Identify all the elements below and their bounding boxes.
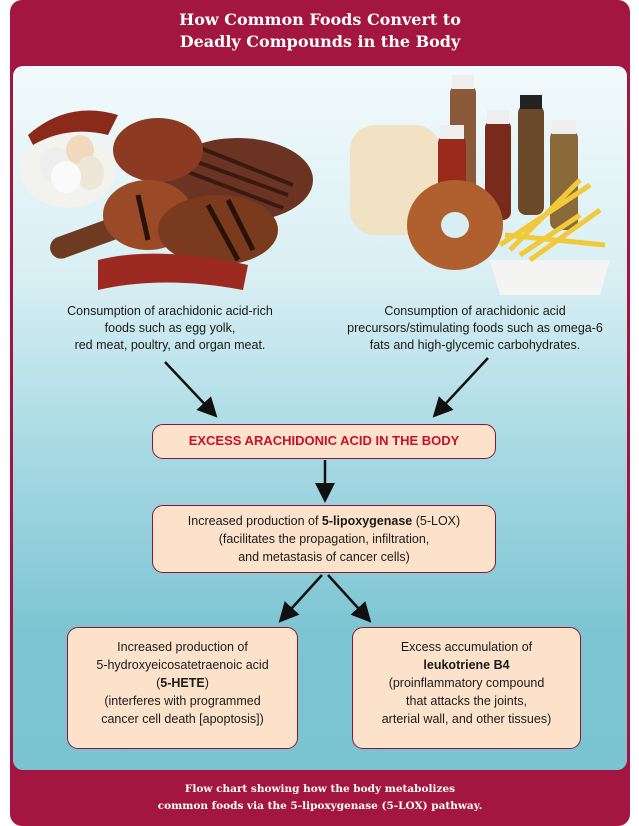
lox-line-1: Increased production of 5-lipoxygenase (… xyxy=(153,512,495,530)
hete-bold: 5-HETE xyxy=(160,676,205,690)
right-desc-line: precursors/stimulating foods such as ome… xyxy=(347,321,603,335)
right-food-description: Consumption of arachidonic acid precurso… xyxy=(310,303,639,354)
lox-pre: Increased production of xyxy=(187,514,322,528)
right-desc-line: Consumption of arachidonic acid xyxy=(384,304,566,318)
hete-close: ) xyxy=(204,676,209,690)
ltb4-line: Excess accumulation of xyxy=(400,640,533,654)
hete-line: (interferes with programmed xyxy=(104,694,261,708)
lox-box: Increased production of 5-lipoxygenase (… xyxy=(152,505,496,573)
arrow-right-to-main xyxy=(432,357,489,418)
meat-eggs-image xyxy=(20,110,313,290)
hete-line: Increased production of xyxy=(117,640,248,654)
arrow-lox-to-hete xyxy=(278,574,323,623)
ltb4-box: Excess accumulation of leukotriene B4 (p… xyxy=(352,627,581,749)
caption-line-1: Flow chart showing how the body metaboli… xyxy=(184,783,456,795)
arrow-left-to-main xyxy=(164,361,218,418)
lox-line-2: (facilitates the propagation, infiltrati… xyxy=(218,532,430,546)
left-food-description: Consumption of arachidonic acid-rich foo… xyxy=(30,303,310,354)
ltb4-bold: leukotriene B4 xyxy=(423,658,510,672)
ltb4-line: arterial wall, and other tissues) xyxy=(381,712,552,726)
left-desc-line: foods such as egg yolk, xyxy=(104,321,236,335)
caption: Flow chart showing how the body metaboli… xyxy=(10,781,630,815)
right-desc-line: fats and high-glycemic carbohydrates. xyxy=(369,338,581,352)
hete-box: Increased production of 5-hydroxyeicosat… xyxy=(67,627,298,749)
ltb4-line: (proinflammatory compound xyxy=(388,676,545,690)
arrow-lox-to-ltb4 xyxy=(327,574,372,623)
hete-line: (5-HETE) xyxy=(68,674,297,692)
hete-line: cancer cell death [apoptosis]) xyxy=(101,712,264,726)
lox-bold: 5-lipoxygenase xyxy=(321,514,413,528)
title: How Common Foods Convert to Deadly Compo… xyxy=(10,9,630,53)
left-desc-line: red meat, poultry, and organ meat. xyxy=(74,338,266,352)
lox-post: (5-LOX) xyxy=(412,514,461,528)
left-desc-line: Consumption of arachidonic acid-rich xyxy=(67,304,273,318)
hete-open: ( xyxy=(156,676,161,690)
excess-arachidonic-acid-box: EXCESS ARACHIDONIC ACID IN THE BODY xyxy=(152,424,496,459)
lox-line-3: and metastasis of cancer cells) xyxy=(238,550,410,564)
title-line-1: How Common Foods Convert to xyxy=(179,10,461,29)
title-line-2: Deadly Compounds in the Body xyxy=(179,32,461,51)
hete-line: 5-hydroxyeicosatetraenoic acid xyxy=(96,658,269,672)
caption-line-2: common foods via the 5-lipoxygenase (5-L… xyxy=(157,800,483,812)
ltb4-line: that attacks the joints, xyxy=(406,694,527,708)
processed-foods-image xyxy=(350,75,610,295)
